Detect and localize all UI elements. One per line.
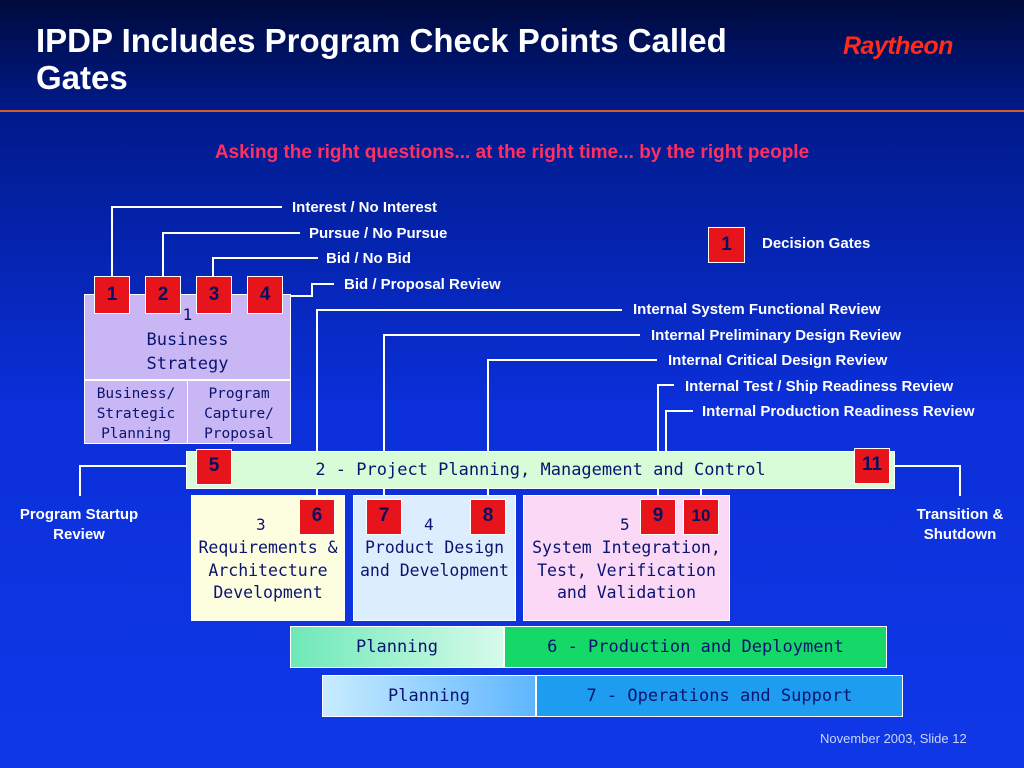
gate-10-label: Internal Production Readiness Review: [702, 403, 975, 420]
slide-subtitle: Asking the right questions... at the rig…: [214, 142, 810, 163]
title-divider: [0, 110, 1024, 112]
connector-gate-2: [162, 232, 300, 276]
phase-1-number: 1: [182, 305, 193, 324]
connector-program-startup: [79, 465, 186, 496]
legend-label: Decision Gates: [762, 235, 871, 252]
slide-footer: November 2003, Slide 12: [820, 731, 967, 746]
phase-5-number: 5: [620, 515, 630, 534]
connector-gate-3: [212, 257, 318, 276]
gate-6-label: Internal System Functional Review: [633, 301, 881, 318]
phase-6-production-deployment: 6 - Production and Deployment: [504, 626, 887, 668]
connector-transition: [895, 465, 961, 496]
phase-6-planning: Planning: [290, 626, 504, 668]
gate-7-label: Internal Preliminary Design Review: [651, 327, 902, 344]
gate-8-marker: 8: [470, 499, 506, 535]
phase-7-operations-support: 7 - Operations and Support: [536, 675, 903, 717]
gate-9-label: Internal Test / Ship Readiness Review: [685, 378, 954, 395]
gate-4-label: Bid / Proposal Review: [344, 276, 501, 293]
gate-1-marker: 1: [94, 276, 130, 314]
gate-4-marker: 4: [247, 276, 283, 314]
gate-2-marker: 2: [145, 276, 181, 314]
phase-4-title: Product Design and Development: [359, 538, 509, 580]
gate-11-marker: 11: [854, 448, 890, 484]
slide-title: IPDP Includes Program Check Points Calle…: [36, 22, 727, 96]
gate-1-label: Interest / No Interest: [292, 199, 438, 216]
gate-5-marker: 5: [196, 449, 232, 485]
phase-4-number: 4: [424, 515, 434, 534]
program-startup-review-label: Program Startup Review: [19, 506, 139, 543]
gate-7-marker: 7: [366, 499, 402, 535]
legend-gate-marker: 1: [708, 227, 745, 263]
phase-5-title: System Integration, Test, Verification a…: [532, 538, 721, 602]
phase-3-title: Requirements & Architecture Development: [198, 538, 338, 602]
gate-3-marker: 3: [196, 276, 232, 314]
raytheon-logo: Raytheon: [843, 32, 953, 60]
connector-gate-7: [383, 334, 640, 498]
transition-shutdown-label: Transition & Shutdown: [916, 506, 1004, 543]
gate-9-marker: 9: [640, 499, 676, 535]
gate-10-marker: 10: [683, 499, 719, 535]
phase-3-number: 3: [256, 515, 266, 534]
gate-8-label: Internal Critical Design Review: [668, 352, 888, 369]
gate-3-label: Bid / No Bid: [326, 250, 411, 267]
phase-7-planning: Planning: [322, 675, 536, 717]
gate-6-marker: 6: [299, 499, 335, 535]
phase-1-program-capture-proposal: Program Capture/ Proposal: [187, 380, 291, 444]
connector-gate-1: [111, 206, 282, 276]
phase-3-requirements-box: 3 Requirements & Architecture Developmen…: [191, 495, 345, 621]
connector-gate-6: [316, 309, 622, 498]
phase-1-business-strategic-planning: Business/ Strategic Planning: [84, 380, 188, 444]
phase-2-project-planning-bar: 2 - Project Planning, Management and Con…: [186, 451, 895, 489]
connector-gate-4: [283, 283, 334, 297]
gate-2-label: Pursue / No Pursue: [309, 225, 448, 242]
